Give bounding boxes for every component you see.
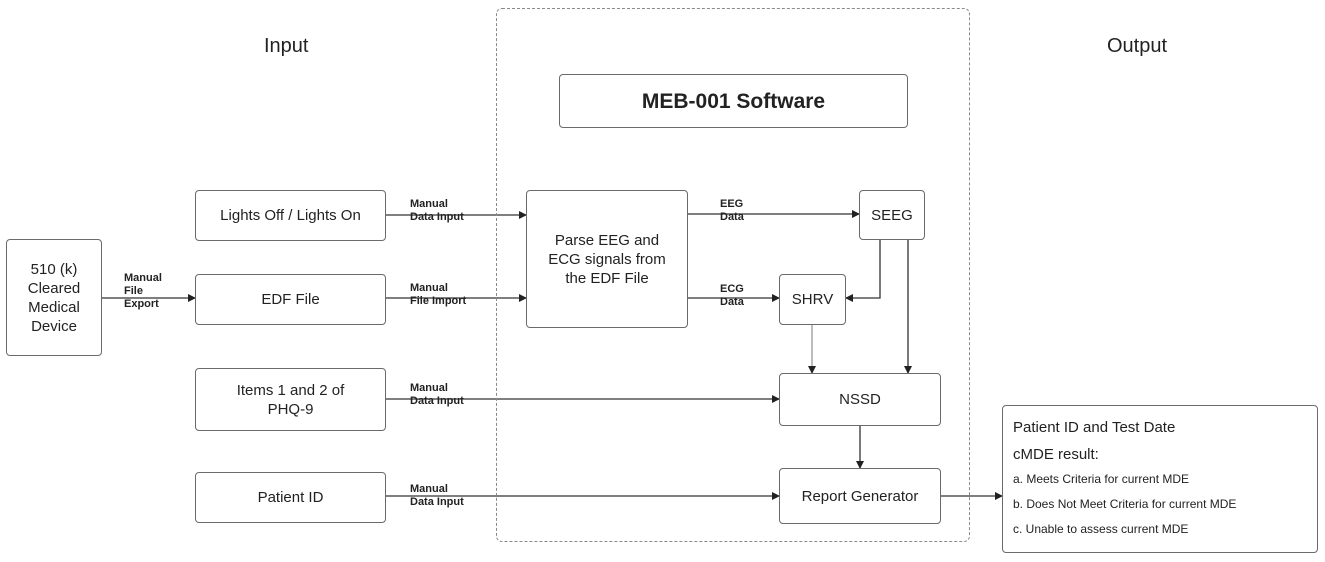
medical-device-box: 510 (k) Cleared Medical Device — [6, 239, 102, 356]
shrv-box: SHRV — [779, 274, 846, 325]
output-item-b: b. Does Not Meet Criteria for current MD… — [1013, 497, 1237, 511]
output-line-result: cMDE result: — [1013, 446, 1099, 463]
phq-box: Items 1 and 2 of PHQ-9 — [195, 368, 386, 431]
label-lights-data-input: Manual Data Input — [410, 198, 464, 223]
label-manual-file-export: Manual File Export — [124, 272, 162, 310]
software-boundary — [496, 8, 970, 542]
label-ecg-data: ECG Data — [720, 283, 744, 308]
label-patient-data-input: Manual Data Input — [410, 483, 464, 508]
output-item-c: c. Unable to assess current MDE — [1013, 522, 1189, 536]
output-line-patient: Patient ID and Test Date — [1013, 419, 1176, 436]
lights-box: Lights Off / Lights On — [195, 190, 386, 241]
software-title: MEB-001 Software — [559, 74, 908, 128]
seeg-box: SEEG — [859, 190, 925, 240]
parse-box: Parse EEG and ECG signals from the EDF F… — [526, 190, 688, 328]
input-heading: Input — [264, 35, 309, 57]
label-edf-file-import: Manual File Import — [410, 282, 467, 307]
nssd-box: NSSD — [779, 373, 941, 426]
edf-file-box: EDF File — [195, 274, 386, 325]
output-item-a: a. Meets Criteria for current MDE — [1013, 472, 1190, 486]
output-box: Patient ID and Test Date cMDE result: a.… — [1002, 405, 1318, 553]
arrow-seeg-to-shrv — [845, 240, 881, 302]
label-eeg-data: EEG Data — [720, 198, 744, 223]
report-generator-box: Report Generator — [779, 468, 941, 524]
output-heading: Output — [1107, 35, 1168, 57]
patient-id-box: Patient ID — [195, 472, 386, 523]
label-phq-data-input: Manual Data Input — [410, 382, 464, 407]
